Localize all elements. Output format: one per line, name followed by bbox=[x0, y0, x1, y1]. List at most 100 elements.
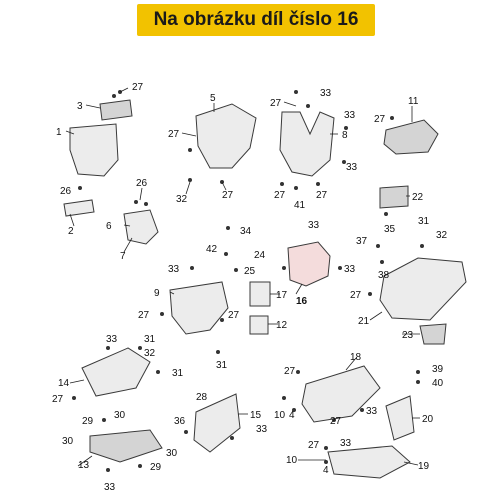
label-part-33-i: 33 bbox=[104, 482, 116, 493]
label-part-33-c: 33 bbox=[346, 162, 358, 173]
label-part-18: 18 bbox=[350, 352, 362, 363]
label-part-27-m: 27 bbox=[330, 416, 342, 427]
label-part-10b: 10 bbox=[286, 455, 298, 466]
label-part-2: 2 bbox=[68, 226, 74, 237]
label-part-28: 28 bbox=[196, 392, 208, 403]
label-part-31d: 31 bbox=[418, 216, 430, 227]
part-11-tank-cover[interactable] bbox=[383, 119, 439, 155]
part-13-under-cover[interactable] bbox=[89, 429, 163, 463]
label-part-5: 5 bbox=[210, 93, 216, 104]
part-6-bracket[interactable] bbox=[123, 209, 159, 245]
label-part-33-j: 33 bbox=[366, 406, 378, 417]
label-part-26b: 26 bbox=[60, 186, 72, 197]
label-part-27-d: 27 bbox=[270, 98, 282, 109]
label-part-20: 20 bbox=[422, 414, 434, 425]
part-18-rear-body[interactable] bbox=[301, 365, 381, 423]
leader-lines bbox=[65, 87, 420, 467]
label-part-3: 3 bbox=[77, 101, 83, 112]
part-number-labels: 1 2 3 4 4 5 6 7 8 9 10 10 11 12 13 14 15… bbox=[52, 82, 448, 493]
label-part-33-e: 33 bbox=[344, 264, 356, 275]
label-part-40: 40 bbox=[432, 378, 444, 389]
label-part-12: 12 bbox=[276, 320, 288, 331]
part-22-cover[interactable] bbox=[379, 185, 409, 209]
label-part-33-d: 33 bbox=[308, 220, 320, 231]
label-part-4b: 4 bbox=[289, 410, 295, 421]
part-3-bracket[interactable] bbox=[99, 99, 133, 121]
label-part-21: 21 bbox=[358, 316, 370, 327]
label-part-27-f: 27 bbox=[316, 190, 328, 201]
label-part-34: 34 bbox=[240, 226, 252, 237]
label-part-30-c: 30 bbox=[166, 448, 178, 459]
label-part-29b: 29 bbox=[150, 462, 162, 473]
label-part-8: 8 bbox=[342, 130, 348, 141]
label-part-33-f: 33 bbox=[168, 264, 180, 275]
label-part-7: 7 bbox=[120, 251, 126, 262]
label-part-1: 1 bbox=[56, 127, 62, 138]
label-part-33-g: 33 bbox=[106, 334, 118, 345]
part-5-front-shield[interactable] bbox=[195, 103, 257, 169]
label-part-27-h: 27 bbox=[350, 290, 362, 301]
label-part-27-e: 27 bbox=[274, 190, 286, 201]
label-part-33-h: 33 bbox=[256, 424, 268, 435]
label-part-19: 19 bbox=[418, 461, 430, 472]
label-part-10a: 10 bbox=[274, 410, 286, 421]
label-part-33-a: 33 bbox=[320, 88, 332, 99]
label-part-27-c: 27 bbox=[222, 190, 234, 201]
label-part-32c: 32 bbox=[144, 348, 156, 359]
title-banner: Na obrázku díl číslo 16 bbox=[137, 4, 375, 36]
label-part-27-a: 27 bbox=[132, 82, 144, 93]
part-17-panel[interactable] bbox=[249, 281, 271, 307]
part-12-panel[interactable] bbox=[249, 315, 269, 335]
label-part-27-j: 27 bbox=[228, 310, 240, 321]
part-15-side-skirt[interactable] bbox=[193, 393, 241, 453]
label-part-25: 25 bbox=[244, 266, 256, 277]
label-part-36: 36 bbox=[174, 416, 186, 427]
label-part-27-l: 27 bbox=[284, 366, 296, 377]
label-part-31c: 31 bbox=[216, 360, 228, 371]
label-part-14: 14 bbox=[58, 378, 70, 389]
part-1-windscreen[interactable] bbox=[69, 123, 119, 177]
label-part-42: 42 bbox=[206, 244, 218, 255]
label-part-17: 17 bbox=[276, 290, 288, 301]
label-part-37: 37 bbox=[356, 236, 368, 247]
label-part-4a: 4 bbox=[323, 465, 329, 476]
label-part-16: 16 bbox=[296, 296, 308, 307]
screw-markers bbox=[72, 90, 424, 472]
part-20-part[interactable] bbox=[385, 395, 415, 441]
part-14-lower-cover[interactable] bbox=[81, 347, 151, 397]
label-part-27-i: 27 bbox=[138, 310, 150, 321]
label-part-31b: 31 bbox=[172, 368, 184, 379]
label-part-29a: 29 bbox=[82, 416, 94, 427]
label-part-11: 11 bbox=[408, 96, 419, 107]
label-part-27-b: 27 bbox=[168, 129, 180, 140]
label-part-27-k: 27 bbox=[52, 394, 64, 405]
part-8-inner-fairing[interactable] bbox=[279, 111, 335, 177]
label-part-26a: 26 bbox=[136, 178, 148, 189]
label-part-33-k: 33 bbox=[340, 438, 352, 449]
label-part-35: 35 bbox=[384, 224, 396, 235]
label-part-27-n: 27 bbox=[308, 440, 320, 451]
label-part-6: 6 bbox=[106, 221, 112, 232]
label-part-41: 41 bbox=[294, 200, 306, 211]
label-part-30-a: 30 bbox=[62, 436, 74, 447]
label-part-27-g: 27 bbox=[374, 114, 386, 125]
label-part-38: 38 bbox=[378, 270, 390, 281]
label-part-31a: 31 bbox=[144, 334, 156, 345]
label-part-22: 22 bbox=[412, 192, 424, 203]
page-title: Na obrázku díl číslo 16 bbox=[153, 9, 359, 30]
label-part-15: 15 bbox=[250, 410, 262, 421]
label-part-33-b: 33 bbox=[344, 110, 356, 121]
label-part-32b: 32 bbox=[436, 230, 448, 241]
label-part-24: 24 bbox=[254, 250, 266, 261]
part-19-rear-side-cover[interactable] bbox=[327, 445, 411, 479]
label-part-9: 9 bbox=[154, 288, 160, 299]
label-part-23: 23 bbox=[402, 330, 414, 341]
part-2-panel[interactable] bbox=[63, 199, 95, 217]
label-part-39: 39 bbox=[432, 364, 444, 375]
part-23-part[interactable] bbox=[419, 323, 447, 345]
label-part-13: 13 bbox=[78, 460, 90, 471]
part-9-side-cover[interactable] bbox=[169, 281, 229, 335]
part-16-center-panel[interactable] bbox=[287, 241, 331, 287]
part-21-floor-frame[interactable] bbox=[379, 257, 467, 321]
